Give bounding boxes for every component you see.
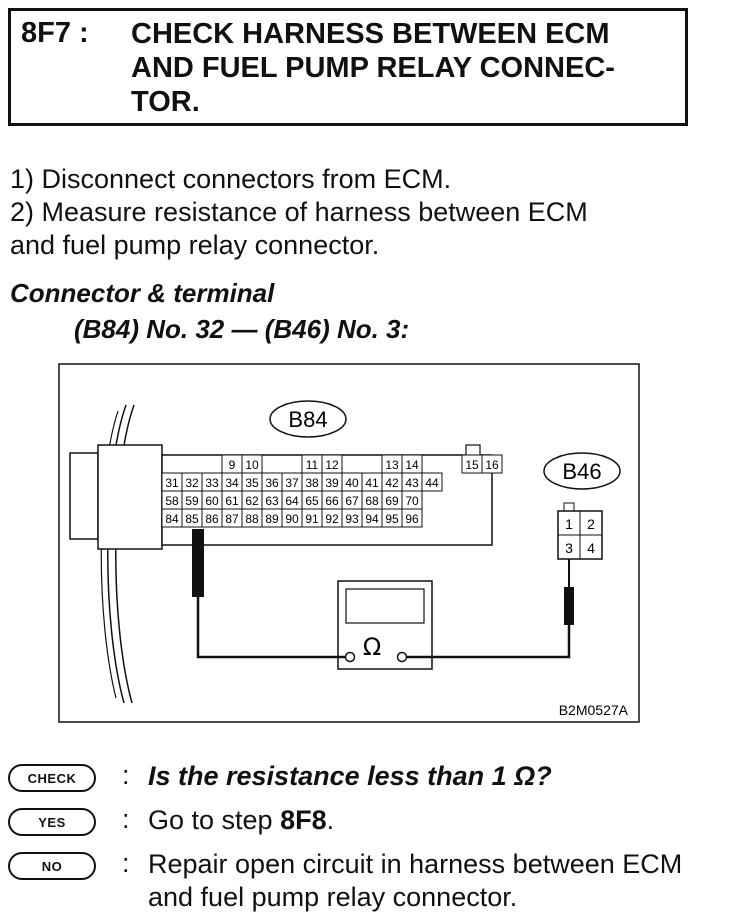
connector-terminal-heading: Connector & terminal [10, 278, 275, 308]
probe-lead-relay [564, 587, 574, 625]
ecm-pin: 69 [385, 494, 399, 508]
relay-lock-tab [563, 502, 575, 512]
relay-pin-4: 4 [587, 540, 595, 556]
ecm-pin: 88 [245, 512, 259, 526]
step-id: 8F7 : [21, 17, 89, 49]
ecm-pin: 65 [305, 494, 319, 508]
ecm-pin: 41 [365, 476, 379, 490]
ecm-pin: 10 [245, 458, 259, 472]
ecm-pin: 9 [229, 458, 236, 472]
relay-pin-3: 3 [565, 540, 573, 556]
ecm-pin: 44 [425, 476, 439, 490]
no-badge: NO [8, 852, 96, 880]
ecm-pin: 64 [285, 494, 299, 508]
no-row: NO : Repair open circuit in harness betw… [4, 848, 734, 920]
ecm-pin: 32 [185, 476, 199, 490]
ecm-pin: 61 [225, 494, 239, 508]
ecm-pin: 38 [305, 476, 319, 490]
ecm-pin: 59 [185, 494, 199, 508]
ecm-pin: 14 [405, 458, 419, 472]
ecm-pin-grid: 9 10 11 12 13 14 15 16 31 32 33 34 35 36 37 38 39 40 41 42 4… [161, 454, 503, 528]
ecm-pin: 34 [225, 476, 239, 490]
ecm-pin: 40 [345, 476, 359, 490]
no-action: Repair open circuit in harness between E… [148, 849, 683, 912]
yes-badge: YES [8, 808, 96, 836]
check-row: CHECK : Is the resistance less than 1 Ω? [4, 760, 734, 800]
diagram-frame [58, 363, 640, 723]
ecm-pin: 12 [325, 458, 339, 472]
ecm-pin: 90 [285, 512, 299, 526]
ecm-pin: 11 [306, 458, 319, 472]
ecm-pin: 96 [405, 512, 419, 526]
ecm-pin: 94 [365, 512, 379, 526]
ecm-pin: 33 [205, 476, 219, 490]
ecm-pin-cell [481, 454, 503, 474]
ohmmeter-terminal-left [344, 651, 356, 663]
yes-prefix: Go to step [148, 805, 281, 835]
ecm-pin-cell [401, 508, 423, 528]
instruction-2-cont: and fuel pump relay connector. [10, 230, 380, 260]
ohmmeter-terminal-right [396, 651, 408, 663]
no-colon: : [122, 848, 130, 878]
check-colon: : [122, 760, 130, 790]
ecm-pin: 84 [165, 512, 179, 526]
ecm-pin: 36 [265, 476, 279, 490]
check-question: Is the resistance less than 1 Ω? [148, 761, 552, 791]
ecm-pin: 35 [245, 476, 259, 490]
ecm-pin: 85 [185, 512, 199, 526]
instruction-1: 1) Disconnect connectors from ECM. [10, 164, 452, 194]
ecm-pin: 62 [245, 494, 259, 508]
yes-row: YES : Go to step 8F8. [4, 804, 734, 844]
ecm-pin: 93 [345, 512, 359, 526]
yes-suffix: . [326, 805, 335, 835]
yes-colon: : [122, 804, 130, 834]
ohmmeter-symbol: Ω [363, 633, 381, 661]
ecm-pin: 92 [325, 512, 339, 526]
ecm-pin: 95 [385, 512, 399, 526]
ecm-pin: 67 [345, 494, 359, 508]
figure-code: B2M0527A [559, 702, 629, 718]
relay-pin-2: 2 [587, 516, 595, 532]
ecm-pin: 60 [205, 494, 219, 508]
relay-connector-label: B46 [562, 459, 601, 484]
ecm-pin-cell [421, 472, 443, 492]
ecm-pin: 39 [325, 476, 339, 490]
ecm-pin: 58 [165, 494, 179, 508]
relay-label-ellipse [543, 452, 621, 490]
ecm-pin: 86 [205, 512, 219, 526]
step-header-box: 8F7 : CHECK HARNESS BETWEEN ECM AND FUEL… [8, 8, 688, 126]
ecm-pin: 66 [325, 494, 339, 508]
probe-lead-ecm [192, 529, 204, 597]
ecm-pin: 63 [265, 494, 279, 508]
ecm-connector-label: B84 [288, 407, 327, 432]
ecm-housing-end [69, 452, 99, 540]
instruction-2: 2) Measure resistance of harness between… [10, 197, 588, 227]
ecm-pin: 37 [285, 476, 299, 490]
ecm-pin: 15 [465, 458, 479, 472]
ecm-label-ellipse [269, 400, 347, 438]
ecm-pin: 89 [265, 512, 279, 526]
connector-terminal-spec: (B84) No. 32 — (B46) No. 3: [74, 314, 410, 344]
instructions: 1) Disconnect connectors from ECM. 2) Me… [10, 163, 710, 262]
yes-step-link[interactable]: 8F8 [280, 805, 327, 835]
ecm-pin: 13 [385, 458, 399, 472]
ecm-pin: 43 [405, 476, 419, 490]
ecm-housing-body [97, 444, 163, 550]
ohmmeter-display [345, 588, 425, 624]
ecm-pin: 70 [405, 494, 419, 508]
ecm-pin: 31 [165, 476, 179, 490]
test-lead-right [407, 625, 571, 659]
ecm-pin: 16 [485, 458, 499, 472]
test-lead-left [196, 597, 345, 659]
relay-pin-1: 1 [565, 516, 573, 532]
ecm-pin: 91 [305, 512, 319, 526]
yes-action: Go to step 8F8. [148, 804, 728, 837]
step-title: CHECK HARNESS BETWEEN ECM AND FUEL PUMP … [131, 18, 615, 118]
ecm-pin: 87 [225, 512, 239, 526]
check-badge: CHECK [8, 764, 96, 792]
ecm-pin: 68 [365, 494, 379, 508]
ecm-pin: 42 [385, 476, 399, 490]
